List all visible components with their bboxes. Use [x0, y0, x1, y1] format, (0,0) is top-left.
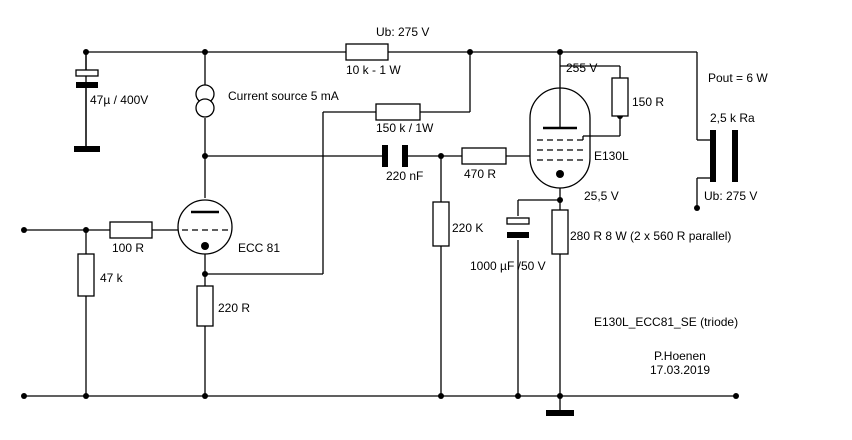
- resistor-220r-label: 220 R: [218, 301, 250, 315]
- resistor-220r: [196, 285, 214, 327]
- resistor-220k-label: 220 K: [452, 221, 483, 235]
- resistor-150r: [611, 77, 629, 117]
- supply-voltage-label: Ub: 275 V: [376, 25, 429, 39]
- resistors: [77, 43, 629, 327]
- labels: Ub: 275 V 10 k - 1 W 47µ / 400V Current …: [90, 25, 768, 377]
- capacitor-1000u-minus: [507, 232, 529, 238]
- cathode-voltage-label: 25,5 V: [584, 189, 619, 203]
- date-label: 17.03.2019: [650, 363, 710, 377]
- capacitor-47u-minus: [76, 82, 98, 88]
- schematic-title: E130L_ECC81_SE (triode): [594, 315, 738, 329]
- plate-voltage-label: 255 V: [566, 61, 597, 75]
- resistor-470r: [461, 147, 507, 165]
- capacitor-220n-label: 220 nF: [386, 169, 423, 183]
- output-transformer: [697, 130, 738, 182]
- current-source-symbol: [195, 84, 215, 118]
- resistor-280r: [551, 209, 569, 255]
- resistor-47k: [77, 253, 95, 297]
- current-source-label: Current source 5 mA: [228, 89, 339, 103]
- tube-ecc81-label: ECC 81: [238, 241, 280, 255]
- triode-ecc81: [177, 199, 233, 255]
- resistor-100r-label: 100 R: [112, 241, 144, 255]
- resistor-100r: [109, 221, 153, 239]
- resistor-10k: [345, 43, 389, 61]
- resistor-47k-label: 47 k: [100, 271, 124, 285]
- supply-voltage-right-label: Ub: 275 V: [704, 189, 757, 203]
- resistor-150r-label: 150 R: [632, 95, 664, 109]
- tube-e130l-label: E130L: [594, 149, 629, 163]
- load-impedance-label: 2,5 k Ra: [710, 111, 755, 125]
- output-power-label: Pout = 6 W: [708, 71, 768, 85]
- wires: [24, 51, 736, 410]
- resistor-150k-label: 150 k / 1W: [376, 121, 434, 135]
- capacitor-47u-label: 47µ / 400V: [90, 93, 148, 107]
- author-label: P.Hoenen: [654, 349, 706, 363]
- junctions: [21, 49, 739, 399]
- resistor-150k: [375, 103, 421, 121]
- capacitor-1000u-label: 1000 µF /50 V: [470, 259, 546, 273]
- pentode-e130l: [529, 87, 593, 189]
- ground-symbol: [546, 410, 574, 416]
- capacitor-47u-plus: [75, 69, 99, 77]
- capacitors: [74, 52, 574, 416]
- resistor-280r-label: 280 R 8 W (2 x 560 R parallel): [570, 229, 731, 243]
- resistor-10k-label: 10 k - 1 W: [346, 63, 401, 77]
- capacitor-220n-right: [402, 145, 408, 167]
- capacitor-220n-left: [382, 145, 388, 167]
- resistor-220k: [432, 201, 450, 247]
- capacitor-1000u-plus: [506, 217, 530, 225]
- ground-symbol: [74, 146, 100, 152]
- resistor-470r-label: 470 R: [464, 167, 496, 181]
